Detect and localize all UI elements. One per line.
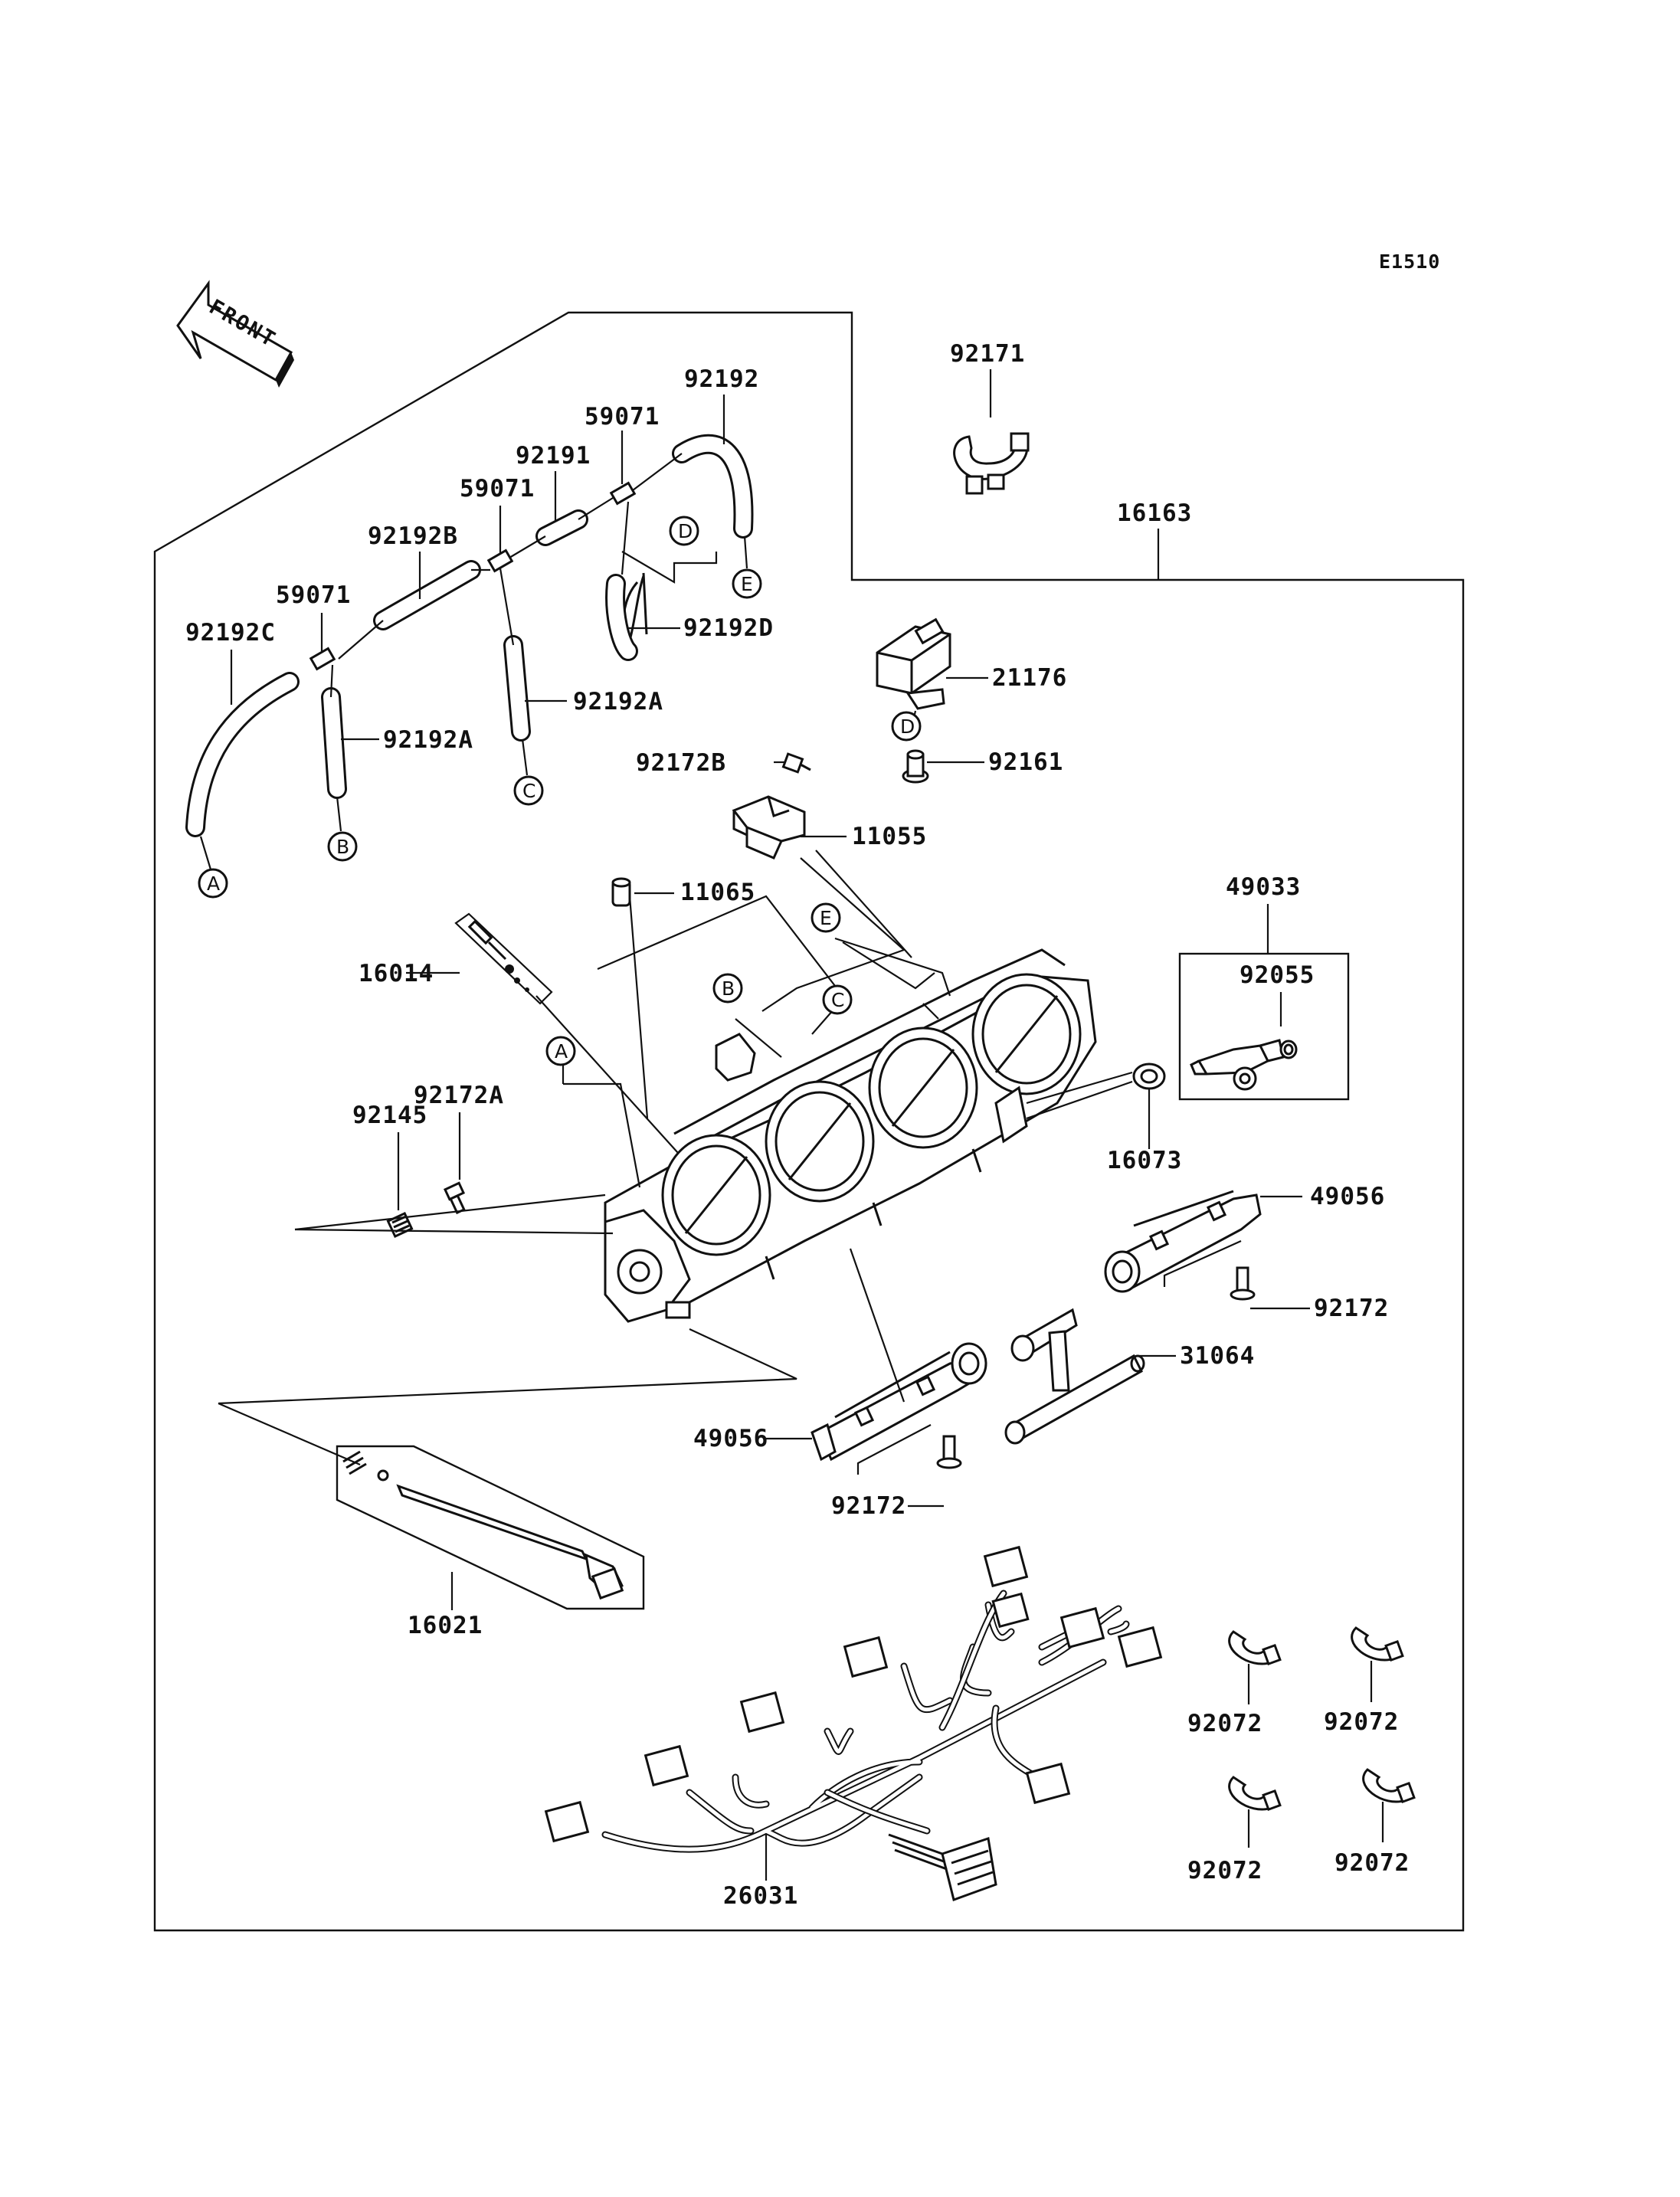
svg-text:E: E	[820, 907, 832, 929]
wiring-harness-26031-icon	[544, 1545, 1163, 1901]
connector-marker-B-hose: B	[327, 796, 358, 862]
screw-92172A-icon	[443, 1181, 466, 1215]
cable-tie-92072-b-icon	[1351, 1626, 1404, 1702]
part-49056-right-label: 49056	[1310, 1183, 1385, 1210]
part-16163-label: 16163	[1117, 499, 1192, 527]
part-31064-label: 31064	[1180, 1342, 1255, 1370]
connector-marker-D-sensor: D	[891, 711, 922, 742]
bolt-92172-right-icon	[1230, 1266, 1256, 1301]
connector-marker-A-body: A	[545, 1036, 641, 1188]
screw-92161-icon	[902, 749, 929, 784]
cable-16021-icon	[342, 1450, 624, 1600]
part-92161-label: 92161	[988, 748, 1063, 776]
part-92072-b-label: 92072	[1324, 1708, 1399, 1736]
svg-text:C: C	[831, 989, 844, 1011]
connector-marker-B-body: B	[712, 973, 743, 1004]
part-92072-a-label: 92072	[1187, 1710, 1262, 1737]
fuel-pipe-31064-icon	[1004, 1308, 1145, 1445]
sensor-21176-icon	[876, 617, 951, 710]
o-ring-92055-icon	[1279, 1040, 1298, 1059]
clamp-92171-icon	[953, 432, 1030, 495]
part-59071-mid-label: 59071	[460, 475, 535, 503]
cable-tie-92072-a-icon	[1228, 1630, 1282, 1704]
front-arrow-icon: FRONT	[176, 280, 294, 388]
part-92055-label: 92055	[1240, 961, 1315, 989]
connector-marker-A-hose: A	[198, 836, 228, 899]
part-92192C-label: 92192C	[185, 619, 276, 647]
part-92172-left-label: 92172	[831, 1492, 906, 1520]
screw-92172B-icon	[781, 752, 811, 774]
part-92072-c-label: 92072	[1187, 1857, 1262, 1884]
part-21176-label: 21176	[992, 664, 1067, 692]
fuel-rail-49056-right-icon	[1104, 1190, 1262, 1293]
part-92172B-label: 92172B	[636, 749, 726, 777]
cable-group-box	[336, 1445, 645, 1610]
part-92192A-mid-label: 92192A	[573, 688, 663, 715]
part-49056-left-label: 49056	[693, 1425, 768, 1452]
cap-11065-icon	[611, 877, 631, 907]
part-92192-label: 92192	[684, 365, 759, 393]
svg-text:E: E	[741, 573, 753, 595]
part-92171-label: 92171	[950, 340, 1025, 368]
diagram-code: E1510	[1379, 250, 1440, 273]
connector-marker-D-hose: D	[669, 516, 699, 546]
svg-text:B: B	[722, 977, 735, 1000]
svg-text:D: D	[900, 715, 915, 738]
part-92145-label: 92145	[352, 1102, 427, 1129]
cable-tie-92072-d-icon	[1362, 1768, 1416, 1842]
connector-marker-C-body: C	[822, 984, 853, 1015]
screw-set-16014-icon	[454, 912, 553, 1005]
part-16014-label: 16014	[359, 960, 434, 987]
bolt-92172-left-icon	[936, 1435, 962, 1469]
part-49033-label: 49033	[1226, 873, 1301, 901]
part-92192D-label: 92192D	[683, 614, 774, 642]
svg-text:B: B	[336, 836, 349, 858]
part-92192B-label: 92192B	[368, 522, 458, 550]
connector-marker-E-body: E	[811, 902, 841, 933]
svg-text:A: A	[207, 873, 220, 895]
grommet-16073-icon	[1132, 1062, 1166, 1090]
part-92191-label: 92191	[516, 442, 591, 470]
part-59071-low-label: 59071	[276, 581, 351, 609]
part-26031-label: 26031	[723, 1882, 798, 1910]
part-16073-label: 16073	[1107, 1147, 1182, 1174]
part-16021-label: 16021	[408, 1612, 483, 1639]
part-92172-right-label: 92172	[1314, 1295, 1389, 1322]
connector-marker-C-hose: C	[513, 738, 544, 806]
injector-group-box	[1178, 952, 1350, 1101]
cable-tie-92072-c-icon	[1228, 1776, 1282, 1848]
fuel-rail-49056-left-icon	[811, 1342, 987, 1462]
part-11065-label: 11065	[680, 879, 755, 906]
svg-text:A: A	[555, 1040, 568, 1062]
part-92192A-left-label: 92192A	[383, 726, 473, 754]
svg-text:C: C	[522, 780, 535, 802]
throttle-body-assembly-icon	[604, 948, 1097, 1323]
part-11055-label: 11055	[852, 823, 927, 850]
svg-text:D: D	[678, 520, 693, 542]
vacuum-hose-assembly	[185, 434, 754, 837]
bracket-11055-icon	[732, 795, 806, 859]
part-92072-d-label: 92072	[1335, 1849, 1410, 1877]
part-92172A-label: 92172A	[414, 1082, 504, 1109]
part-59071-top-label: 59071	[585, 403, 660, 431]
injector-49033-icon	[1190, 1039, 1285, 1091]
connector-marker-E-hose: E	[732, 535, 762, 599]
